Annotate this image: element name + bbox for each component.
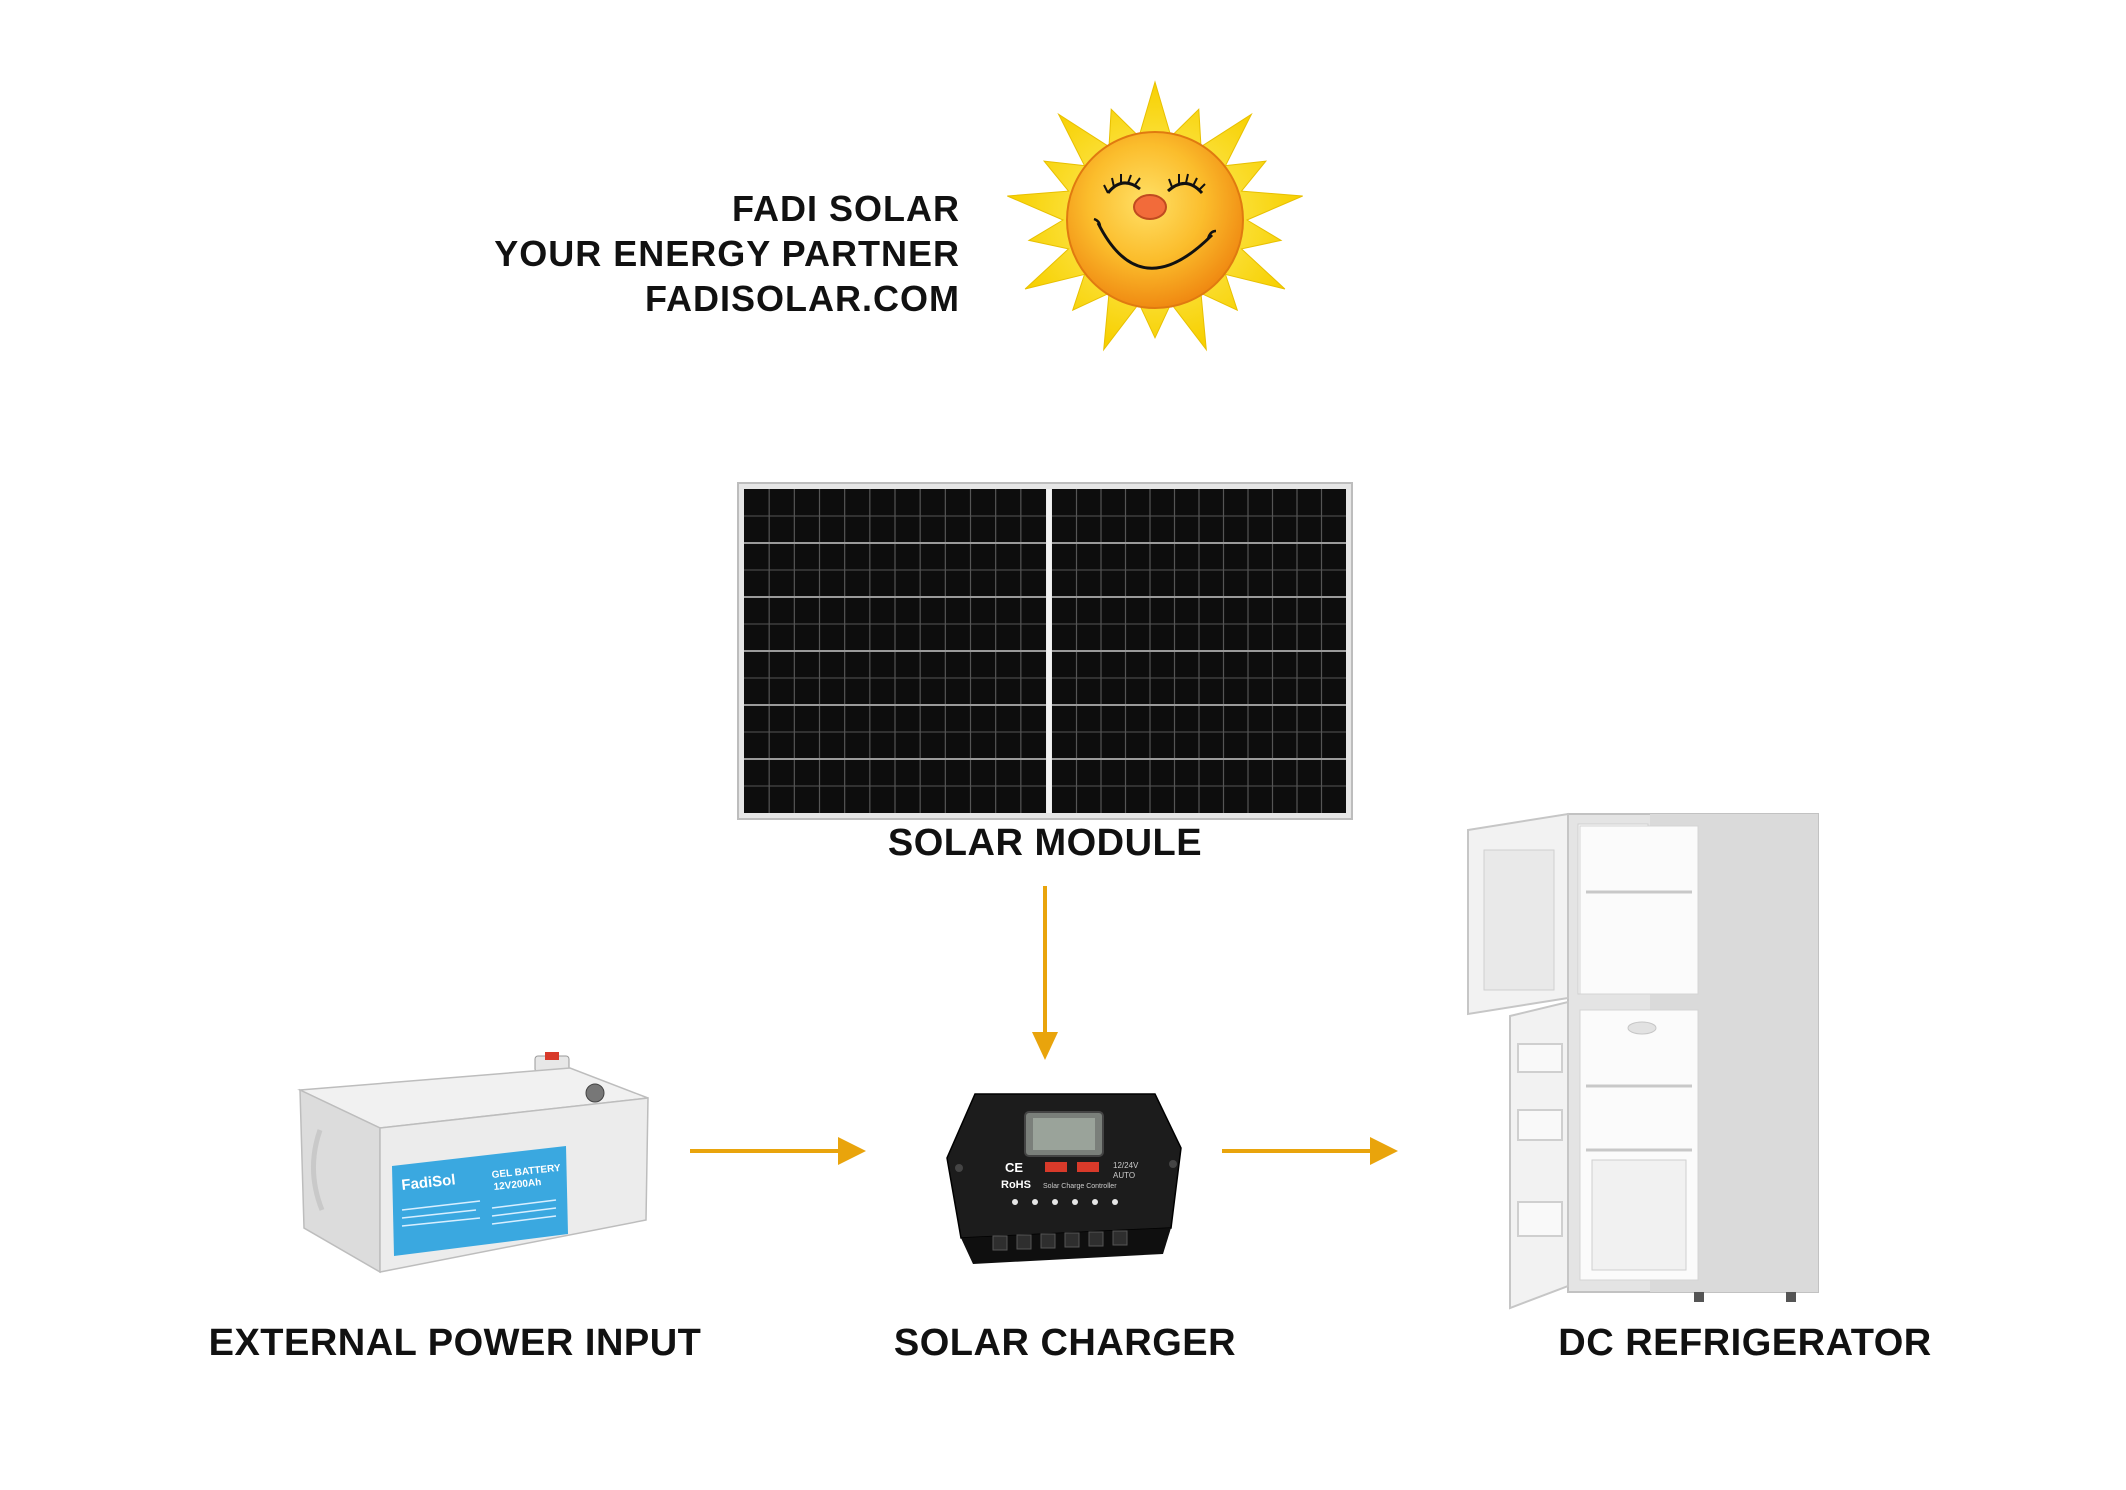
brand-name: FADI SOLAR — [731, 188, 960, 229]
solar-charger-image: CE RoHS 12/24V AUTO Solar Charge Control… — [946, 1093, 1182, 1264]
ce-mark: CE — [1005, 1160, 1023, 1175]
flow-arrow-icon — [1222, 1137, 1398, 1165]
gel-battery-image: FadiSol GEL BATTERY 12V200Ah — [297, 1052, 649, 1274]
rohs-mark: RoHS — [1001, 1179, 1031, 1191]
dc-refrigerator-image — [1467, 812, 1819, 1310]
battery-product-line2: 12V200Ah — [493, 1177, 542, 1193]
flow-arrow-icon — [690, 1137, 866, 1165]
charger-mode: AUTO — [1113, 1171, 1135, 1180]
charger-label: SOLAR CHARGER — [893, 1322, 1237, 1364]
solar-module-image — [737, 482, 1353, 820]
battery-label: EXTERNAL POWER INPUT — [208, 1322, 702, 1364]
charger-voltage: 12/24V — [1113, 1161, 1139, 1170]
brand-website[interactable]: FADISOLAR.COM — [645, 278, 960, 319]
smiling-sun-icon — [1007, 80, 1303, 352]
brand-tagline: YOUR ENERGY PARTNER — [494, 233, 960, 274]
battery-logo: FadiSol — [401, 1171, 457, 1194]
charger-product-name: Solar Charge Controller — [1043, 1183, 1117, 1190]
solar-module-label: SOLAR MODULE — [887, 822, 1203, 864]
flow-arrow-icon — [1032, 886, 1058, 1060]
refrigerator-label: DC REFRIGERATOR — [1558, 1322, 1932, 1364]
